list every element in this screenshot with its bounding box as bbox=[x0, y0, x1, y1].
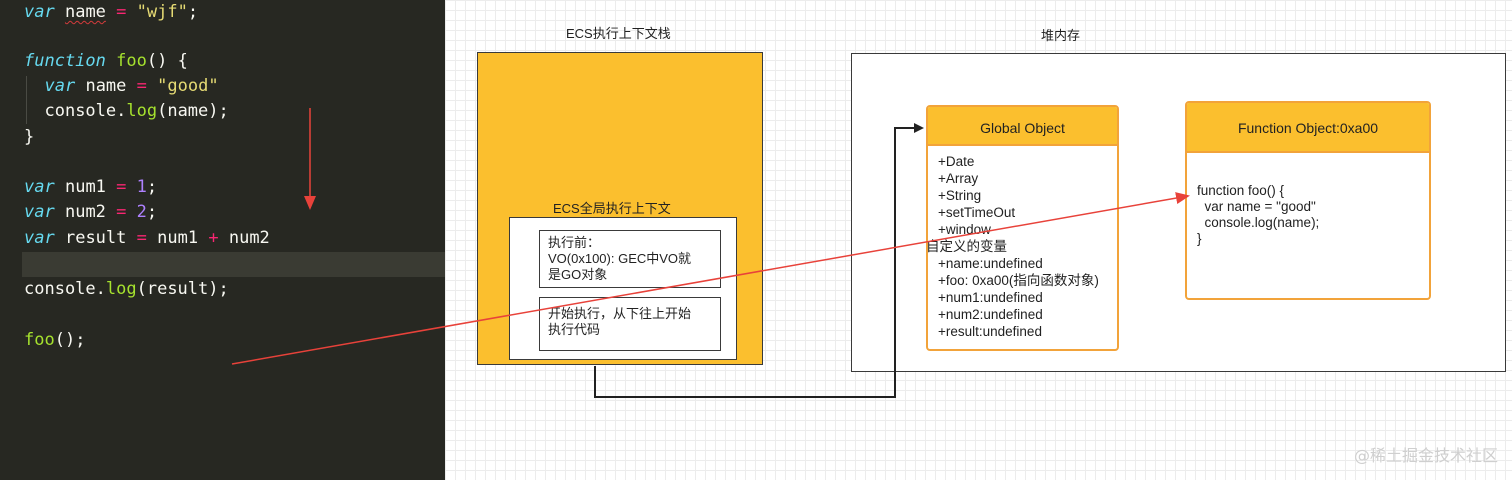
punctuation: (); bbox=[54, 330, 86, 350]
code-line-5[interactable]: console.log(name); bbox=[24, 99, 229, 124]
code-editor[interactable]: var name = "wjf"; function foo() { var n… bbox=[0, 0, 445, 480]
operator: = bbox=[136, 76, 147, 96]
code-line-3[interactable]: function foo() { bbox=[24, 49, 188, 74]
punctuation: ; bbox=[146, 177, 158, 197]
identifier: num1 bbox=[64, 177, 106, 197]
note-line: 是GO对象 bbox=[548, 267, 608, 282]
identifier: num2 bbox=[64, 202, 106, 222]
function-name: foo bbox=[116, 51, 147, 71]
punctuation: } bbox=[24, 127, 35, 147]
indent-guide bbox=[26, 76, 27, 124]
operator: = bbox=[116, 202, 127, 222]
code-line-6[interactable]: } bbox=[24, 125, 34, 150]
function-object-code: function foo() { var name = "good" conso… bbox=[1187, 153, 1429, 255]
keyword: var bbox=[44, 76, 76, 96]
note-line: 执行代码 bbox=[548, 322, 601, 337]
number-literal: 1 bbox=[136, 177, 147, 197]
member-item: +setTimeOut bbox=[938, 205, 1016, 220]
member-item: +num2:undefined bbox=[938, 307, 1043, 322]
punctuation: ; bbox=[187, 2, 199, 22]
identifier: console. bbox=[44, 101, 127, 121]
code-text-line: } bbox=[1197, 231, 1202, 246]
global-object-title: Global Object bbox=[928, 107, 1117, 146]
member-item: +num1:undefined bbox=[938, 290, 1043, 305]
note-line: 执行前： bbox=[548, 235, 601, 250]
identifier: num2 bbox=[228, 228, 270, 248]
watermark: @稀土掘金技术社区 bbox=[1353, 446, 1498, 465]
gec-title: ECS全局执行上下文 bbox=[553, 201, 671, 216]
keyword: var bbox=[24, 2, 55, 22]
code-line-10[interactable]: var result = num1 + num2 bbox=[24, 226, 270, 251]
keyword: function bbox=[24, 51, 106, 71]
punctuation: (name); bbox=[157, 101, 229, 121]
code-line-12[interactable]: console.log(result); bbox=[24, 277, 229, 302]
member-item: +Array bbox=[938, 171, 979, 186]
punctuation: () { bbox=[146, 51, 188, 71]
operator: = bbox=[116, 2, 127, 22]
global-object-members: +Date +Array +String +setTimeOut +window… bbox=[928, 146, 1117, 348]
note-start-execution[interactable]: 开始执行，从下往上开始 执行代码 bbox=[539, 297, 721, 351]
note-before-execution[interactable]: 执行前： VO(0x100): GEC中VO就 是GO对象 bbox=[539, 230, 721, 288]
operator: = bbox=[136, 228, 147, 248]
code-text-line: console.log(name); bbox=[1197, 215, 1320, 230]
code-line-8[interactable]: var num1 = 1; bbox=[24, 175, 157, 200]
code-line-1[interactable]: var name = "wjf"; bbox=[24, 0, 198, 25]
string-literal: "wjf" bbox=[136, 2, 188, 22]
keyword: var bbox=[24, 177, 55, 197]
code-text-line: function foo() { bbox=[1197, 183, 1285, 198]
identifier: name bbox=[64, 2, 106, 22]
note-line: 开始执行，从下往上开始 bbox=[548, 306, 692, 321]
punctuation: (result); bbox=[136, 279, 229, 299]
operator: + bbox=[208, 228, 219, 248]
keyword: var bbox=[24, 202, 55, 222]
identifier: num1 bbox=[157, 228, 199, 248]
function-object-card[interactable]: Function Object:0xa00 function foo() { v… bbox=[1185, 101, 1431, 300]
method-name: log bbox=[126, 101, 158, 121]
code-line-9[interactable]: var num2 = 2; bbox=[24, 200, 157, 225]
identifier: result bbox=[64, 228, 127, 248]
code-line-4[interactable]: var name = "good" bbox=[24, 74, 219, 99]
punctuation: ; bbox=[146, 202, 158, 222]
member-item: +foo: 0xa00(指向函数对象) bbox=[938, 273, 1099, 288]
active-line-highlight bbox=[22, 252, 445, 277]
global-object-card[interactable]: Global Object +Date +Array +String +setT… bbox=[926, 105, 1119, 351]
function-object-title: Function Object:0xa00 bbox=[1187, 103, 1429, 153]
ecs-stack-title: ECS执行上下文栈 bbox=[566, 26, 671, 41]
code-text-line: var name = "good" bbox=[1197, 199, 1316, 214]
member-item: +result:undefined bbox=[938, 324, 1042, 339]
member-item: +Date bbox=[938, 154, 975, 169]
member-item: +name:undefined bbox=[938, 256, 1043, 271]
member-item: +String bbox=[938, 188, 982, 203]
identifier: name bbox=[85, 76, 127, 96]
operator: = bbox=[116, 177, 127, 197]
keyword: var bbox=[24, 228, 55, 248]
number-literal: 2 bbox=[136, 202, 147, 222]
member-item: +window bbox=[938, 222, 991, 237]
code-line-14[interactable]: foo(); bbox=[24, 328, 85, 353]
note-line: VO(0x100): GEC中VO就 bbox=[548, 251, 692, 266]
heap-title: 堆内存 bbox=[1041, 28, 1081, 43]
string-literal: "good" bbox=[157, 76, 219, 96]
member-group-heading: 自定义的变量 bbox=[926, 239, 1007, 254]
identifier: console. bbox=[24, 279, 106, 299]
method-name: log bbox=[105, 279, 137, 299]
function-name: foo bbox=[24, 330, 55, 350]
